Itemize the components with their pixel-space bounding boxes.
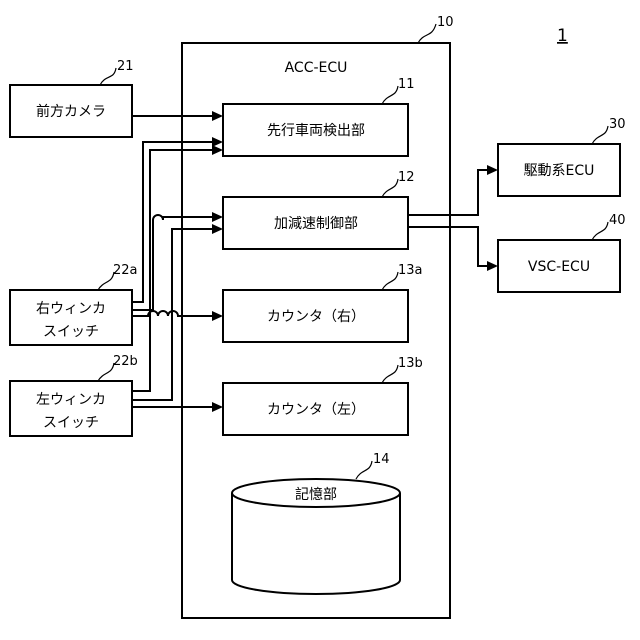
acceleration-to-drive-ecu-arrow bbox=[487, 165, 498, 175]
acc-ecu-title: ACC-ECU bbox=[285, 60, 348, 76]
vsc-ecu-ref: 40 bbox=[609, 213, 626, 228]
preceding-vehicle-detector-label: 先行車両検出部 bbox=[267, 122, 365, 139]
counter-right-label: カウンタ（右） bbox=[267, 309, 365, 325]
left-winker-switch-ref: 22b bbox=[113, 354, 138, 369]
drive-ecu-ref: 30 bbox=[609, 117, 626, 132]
left-winker-switch-leader bbox=[98, 363, 114, 381]
left-winker-switch-line2: スイッチ bbox=[43, 415, 99, 431]
storage-unit-ref: 14 bbox=[373, 452, 390, 467]
front-camera-label: 前方カメラ bbox=[36, 103, 106, 120]
counter-left-label: カウンタ（左） bbox=[267, 402, 365, 418]
acc-ecu-leader bbox=[418, 24, 436, 43]
figure-number: 1 bbox=[557, 26, 568, 46]
vsc-ecu-label: VSC-ECU bbox=[528, 259, 590, 275]
front-camera-leader bbox=[100, 68, 116, 85]
acceleration-control-unit-ref: 12 bbox=[398, 170, 415, 185]
left-winker-switch-line1: 左ウィンカ bbox=[36, 392, 106, 408]
acc-ecu-ref: 10 bbox=[437, 15, 454, 30]
storage-unit-cylinder-body bbox=[232, 493, 400, 594]
right-winker-switch-leader bbox=[98, 272, 114, 290]
acceleration-control-unit-label: 加減速制御部 bbox=[274, 215, 358, 232]
acceleration-to-vsc-ecu-arrow bbox=[487, 261, 498, 271]
right-winker-switch-line2: スイッチ bbox=[43, 324, 99, 340]
preceding-vehicle-detector-ref: 11 bbox=[398, 77, 415, 92]
drive-ecu-label: 駆動系ECU bbox=[524, 163, 595, 179]
storage-unit-label: 記憶部 bbox=[295, 486, 337, 503]
right-winker-switch-line1: 右ウィンカ bbox=[36, 301, 106, 317]
right-winker-switch-ref: 22a bbox=[113, 263, 138, 278]
counter-left-ref: 13b bbox=[398, 356, 423, 371]
vsc-ecu-leader bbox=[592, 222, 608, 240]
drive-ecu-leader bbox=[592, 126, 608, 144]
front-camera-ref: 21 bbox=[117, 59, 134, 74]
counter-right-ref: 13a bbox=[398, 263, 423, 278]
